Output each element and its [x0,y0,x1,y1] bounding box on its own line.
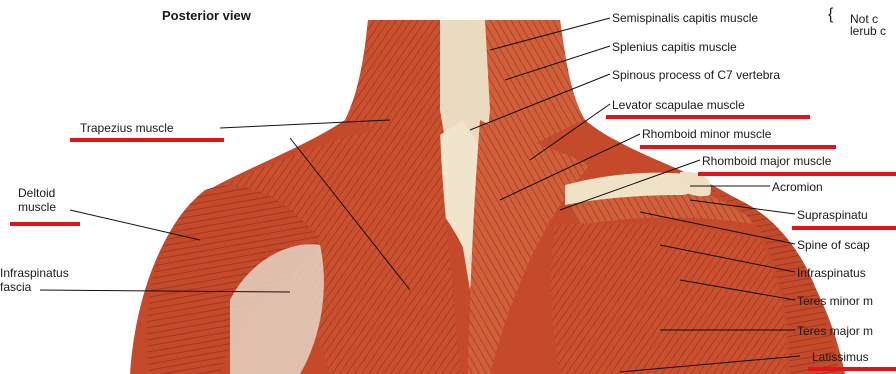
label-infraspinatus-fascia-2: fascia [0,280,31,294]
label-teres-major: Teres major m [797,324,873,338]
label-splenius: Splenius capitis muscle [612,40,737,54]
label-spine-scapula: Spine of scap [797,238,870,252]
highlight-latissimus [808,367,896,371]
infraspinatus-right [551,223,786,374]
view-title: Posterior view [162,8,251,23]
highlight-rhomboid-major [698,172,896,176]
brace-icon: { [828,8,833,22]
label-rhomboid-major: Rhomboid major muscle [702,154,831,168]
highlight-trapezius [70,138,224,142]
label-spinous-process: Spinous process of C7 vertebra [612,68,780,82]
label-semispinalis: Semispinalis capitis muscle [612,11,758,25]
label-supraspinatus: Supraspinatu [797,208,868,222]
label-deltoid: Deltoid [18,186,55,200]
highlight-supraspinatus [792,226,896,230]
label-acromion: Acromion [772,180,823,194]
label-infraspinatus: Infraspinatus [797,266,866,280]
highlight-levator [606,115,810,119]
label-infraspinatus-fascia: Infraspinatus [0,266,69,280]
highlight-rhomboid-minor [640,145,836,149]
highlight-deltoid [10,222,80,226]
label-latissimus: Latissimus [812,350,869,364]
label-not-clear-2: lerub c [850,24,886,38]
label-deltoid-2: muscle [18,200,56,214]
label-rhomboid-minor: Rhomboid minor muscle [642,127,771,141]
label-teres-minor: Teres minor m [797,294,873,308]
label-trapezius: Trapezius muscle [80,121,174,135]
label-levator-scapulae: Levator scapulae muscle [612,98,745,112]
